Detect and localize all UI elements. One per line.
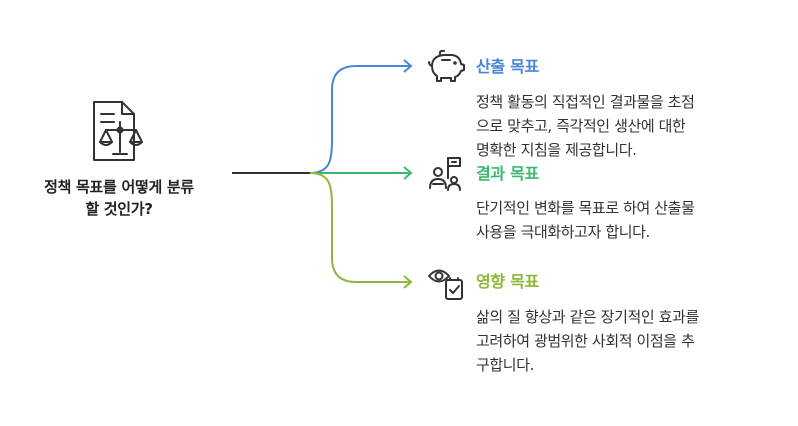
- piggy-bank-icon: [426, 46, 466, 86]
- connector-impact: [309, 172, 410, 283]
- connector-output: [309, 65, 410, 174]
- root-title-line1: 정책 목표를 어떻게 분류: [44, 178, 194, 196]
- branch-desc-output: 정책 활동의 직접적인 결과물을 초점 으로 맞추고, 즉각적인 생산에 대한 …: [476, 93, 695, 159]
- branch-desc-outcome: 단기적인 변화를 목표로 하여 산출물 사용을 극대화하고자 합니다.: [476, 199, 695, 241]
- arrowhead-output: [403, 59, 413, 73]
- branch-title-outcome: 결과 목표: [476, 164, 539, 183]
- branch-desc-impact: 삶의 질 향상과 같은 장기적인 효과를 고려하여 광범위한 사회적 이점을 추…: [476, 308, 699, 374]
- branch-title-output: 산출 목표: [476, 57, 539, 76]
- branch-title-impact: 영향 목표: [476, 272, 539, 291]
- root-question: 정책 목표를 어떻게 분류 할 것인가?: [14, 176, 224, 220]
- people-flag-icon: [426, 154, 466, 194]
- root-title-line2: 할 것인가?: [85, 200, 153, 218]
- arrowhead-impact: [403, 275, 413, 289]
- eye-checklist-icon: [426, 262, 466, 302]
- arrowhead-outcome: [403, 166, 413, 180]
- document-scale-icon: [86, 98, 150, 166]
